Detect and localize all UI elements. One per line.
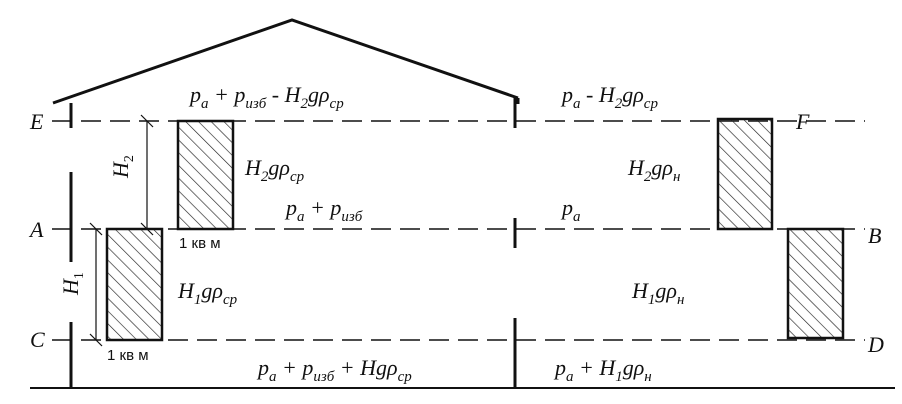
- formula-text: gρ: [651, 155, 673, 180]
- formula-level-B-outside: pa: [560, 195, 581, 225]
- formula-text: gρ: [268, 155, 290, 180]
- formula-subscript: 1: [615, 369, 623, 385]
- formula-text: + H: [574, 355, 617, 380]
- svg-text:H1: H1: [58, 272, 87, 296]
- svg-text:H2: H2: [108, 155, 137, 179]
- h1-label: H1: [58, 272, 87, 296]
- area-label-upper: 1 кв м: [179, 235, 221, 252]
- formula-text: gρ: [623, 355, 645, 380]
- formula-text: p: [188, 82, 201, 107]
- h1-tick-top: [89, 222, 103, 236]
- formula-text: H: [177, 278, 195, 303]
- formula-text: H: [631, 278, 649, 303]
- label-A: A: [28, 217, 44, 242]
- formula-left-top: pa + pизб - H2gρср: [188, 82, 344, 112]
- formula-text: + Hgρ: [334, 355, 397, 380]
- label-F: F: [795, 109, 810, 134]
- column-upper-right: [716, 117, 774, 231]
- formula-text: p: [284, 195, 297, 220]
- column-upper-left: [176, 119, 235, 231]
- formula-subscript: н: [677, 292, 684, 308]
- formula-level-D-outside: pa + H1gρн: [553, 355, 652, 385]
- formula-text: gρ: [622, 82, 644, 107]
- formula-subscript: 1: [648, 292, 656, 308]
- formula-upper-column-weight: H2gρср: [244, 155, 305, 185]
- formula-subscript: изб: [245, 96, 266, 112]
- column-lower-left: [105, 227, 164, 342]
- label-E: E: [29, 109, 44, 134]
- formula-subscript: a: [269, 369, 277, 385]
- formula-right-top: pa - H2gρср: [560, 82, 658, 112]
- formula-subscript: изб: [341, 209, 362, 225]
- formula-subscript: 1: [194, 292, 202, 308]
- h2-label: H2: [108, 155, 137, 179]
- formula-subscript: н: [644, 369, 651, 385]
- formula-text: gρ: [308, 82, 330, 107]
- formula-subscript: ср: [330, 96, 345, 112]
- formula-subscript: н: [673, 169, 680, 185]
- formula-text: - H: [581, 82, 616, 107]
- formula-subscript: a: [573, 209, 581, 225]
- formula-text: p: [256, 355, 269, 380]
- formula-text: - H: [266, 82, 301, 107]
- h2-tick-top: [140, 114, 154, 128]
- formula-subscript: ср: [644, 96, 659, 112]
- formula-subscript: ср: [290, 169, 305, 185]
- formula-subscript: a: [566, 369, 574, 385]
- formula-subscript: изб: [313, 369, 334, 385]
- formula-text: H: [244, 155, 262, 180]
- formula-lower-column-weight: H1gρср: [177, 278, 238, 308]
- label-C: C: [30, 327, 45, 352]
- formula-subscript: 2: [644, 169, 652, 185]
- formula-text: + p: [305, 195, 342, 220]
- h1-tick-bottom: [89, 333, 103, 347]
- formula-text: H: [627, 155, 645, 180]
- formula-subscript: a: [573, 96, 581, 112]
- formula-text: + p: [209, 82, 246, 107]
- formula-text: gρ: [201, 278, 223, 303]
- formula-text: p: [560, 195, 573, 220]
- formula-text: gρ: [655, 278, 677, 303]
- formula-text: p: [560, 82, 573, 107]
- label-D: D: [867, 332, 884, 357]
- formula-lower-outside-weight: H1gρн: [631, 278, 684, 308]
- column-lower-right: [786, 227, 845, 340]
- roof: [52, 18, 519, 105]
- formula-subscript: ср: [223, 292, 238, 308]
- formula-subscript: 2: [261, 169, 269, 185]
- formula-level-A-inside: pa + pизб: [284, 195, 363, 225]
- formula-subscript: 2: [615, 96, 623, 112]
- formula-subscript: 2: [300, 96, 308, 112]
- area-label-lower: 1 кв м: [107, 347, 149, 364]
- formula-subscript: ср: [398, 369, 413, 385]
- formula-subscript: a: [297, 209, 305, 225]
- formula-subscript: a: [201, 96, 209, 112]
- formula-upper-outside-weight: H2gρн: [627, 155, 680, 185]
- formula-text: p: [553, 355, 566, 380]
- formula-level-C-inside: pa + pизб + Hgρср: [256, 355, 412, 385]
- formula-text: + p: [277, 355, 314, 380]
- label-B: B: [868, 223, 881, 248]
